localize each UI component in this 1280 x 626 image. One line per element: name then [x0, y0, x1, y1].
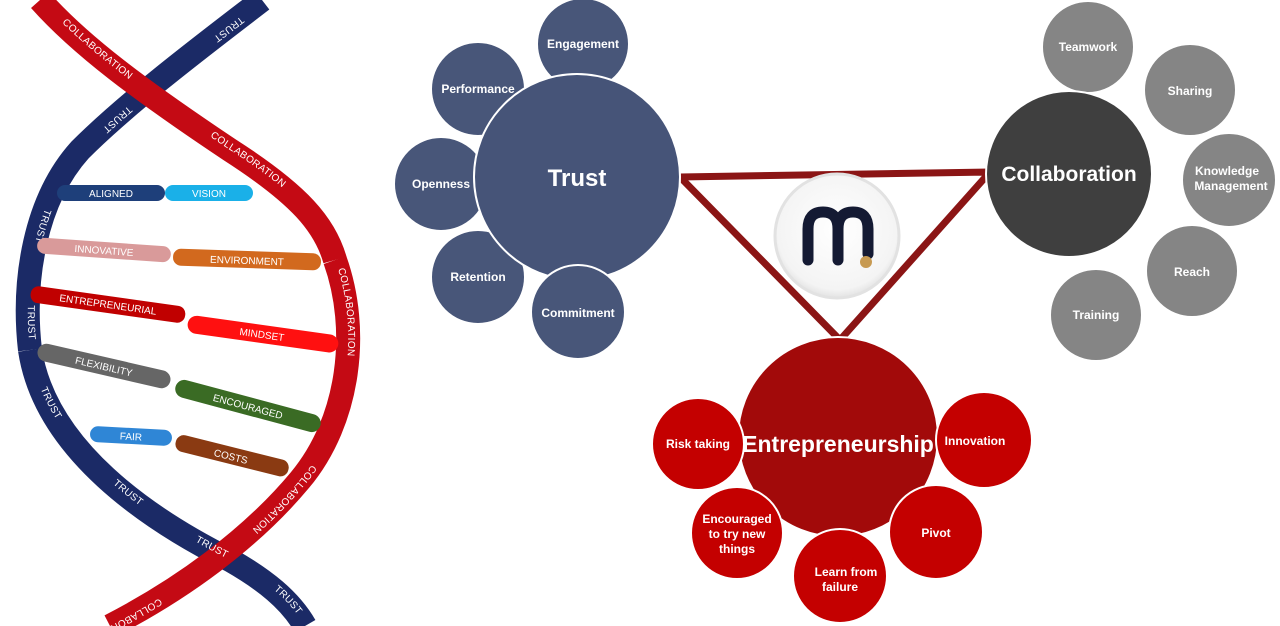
helix-rung-entrepreneurial-mindset: ENTREPRENEURIAL MINDSET [30, 286, 339, 353]
trust-item-label: Retention [450, 270, 505, 284]
trust-item-label: Performance [441, 82, 515, 96]
entre-pivot-circle [888, 484, 984, 580]
rung-right-bar [165, 185, 253, 201]
rung-left-bar [37, 343, 171, 389]
rung-left-bar [90, 426, 172, 446]
trust-item-label: Openness [412, 177, 470, 191]
collab-knowledge-circle [1181, 132, 1277, 228]
rung-left-label: FAIR [120, 431, 143, 443]
helix-rung-fair-costs: FAIR COSTS [90, 426, 289, 477]
rung-left-bar [30, 286, 186, 323]
entrepreneurship-title: Entrepreneurship [742, 431, 934, 457]
trust-title: Trust [548, 165, 607, 192]
trust-item-label: Engagement [547, 37, 619, 51]
rung-right-bar [173, 248, 321, 271]
m-logo-icon [773, 172, 901, 300]
trust-commitment-circle [530, 264, 626, 360]
collaboration-cluster: Collaboration Teamwork Sharing Knowledge… [985, 0, 1277, 362]
entre-learn-circle [792, 528, 888, 624]
helix-rung-innovative-environment: INNOVATIVE ENVIRONMENT [37, 237, 321, 271]
rung-left-label: INNOVATIVE [74, 244, 134, 259]
logo-dot [860, 256, 872, 268]
logo-m-glyph [802, 206, 874, 266]
entre-item-label: Encouraged [702, 512, 771, 526]
rung-right-bar [175, 379, 321, 433]
entre-risk-circle [651, 397, 745, 491]
entrepreneurship-cluster: Entrepreneurship Risk taking Innovation … [651, 336, 1033, 624]
rung-right-bar [175, 435, 289, 477]
trust-item-label: Commitment [541, 306, 614, 320]
entre-encouraged-circle [690, 486, 784, 580]
rung-left-bar [37, 237, 171, 263]
collab-sharing-circle [1143, 43, 1237, 137]
collab-item-label: Management [1194, 179, 1267, 193]
helix-red-strand-lower [104, 255, 361, 626]
collab-item-label: Teamwork [1059, 40, 1118, 54]
dna-helix: COLLABORATION COLLABORATION COLLABORATIO… [0, 0, 361, 626]
rung-left-label: ALIGNED [89, 189, 133, 200]
helix-rung-aligned-vision: ALIGNED VISION [57, 185, 253, 201]
helix-red-label: COLLABORATION [60, 17, 134, 82]
entre-item-label: Innovation [945, 434, 1006, 448]
entre-item-label: Pivot [921, 526, 950, 540]
entre-item-label: Learn from [815, 565, 878, 579]
collab-item-label: Sharing [1168, 84, 1213, 98]
entre-innovation-circle [935, 391, 1033, 489]
collab-item-label: Knowledge [1195, 164, 1259, 178]
entre-item-label: to try new [709, 527, 766, 541]
collab-main-circle [985, 90, 1153, 258]
rung-right-label: ENVIRONMENT [210, 255, 284, 269]
rung-left-bar [57, 185, 165, 201]
entre-item-label: Risk taking [666, 437, 730, 451]
collab-reach-circle [1145, 224, 1239, 318]
entre-item-label: failure [822, 580, 858, 594]
helix-rung-flexibility-encouraged: FLEXIBILITY ENCOURAGED [37, 343, 321, 433]
trust-retention-circle [430, 229, 526, 325]
helix-blue-strand-upper [15, 0, 270, 352]
helix-blue-label: TRUST [25, 305, 37, 340]
collab-item-label: Training [1073, 308, 1120, 322]
helix-red-strand-upper [31, 0, 347, 264]
collab-training-circle [1049, 268, 1143, 362]
trust-cluster: Trust Engagement Performance Openness Re… [393, 0, 681, 360]
collaboration-title: Collaboration [1001, 163, 1136, 186]
rung-right-bar [187, 315, 339, 353]
rung-right-label: VISION [192, 189, 226, 200]
helix-red-label: COLLABORATION [208, 130, 287, 190]
collab-item-label: Reach [1174, 265, 1210, 279]
entre-item-label: things [719, 542, 755, 556]
helix-blue-strand-lower [18, 347, 316, 626]
